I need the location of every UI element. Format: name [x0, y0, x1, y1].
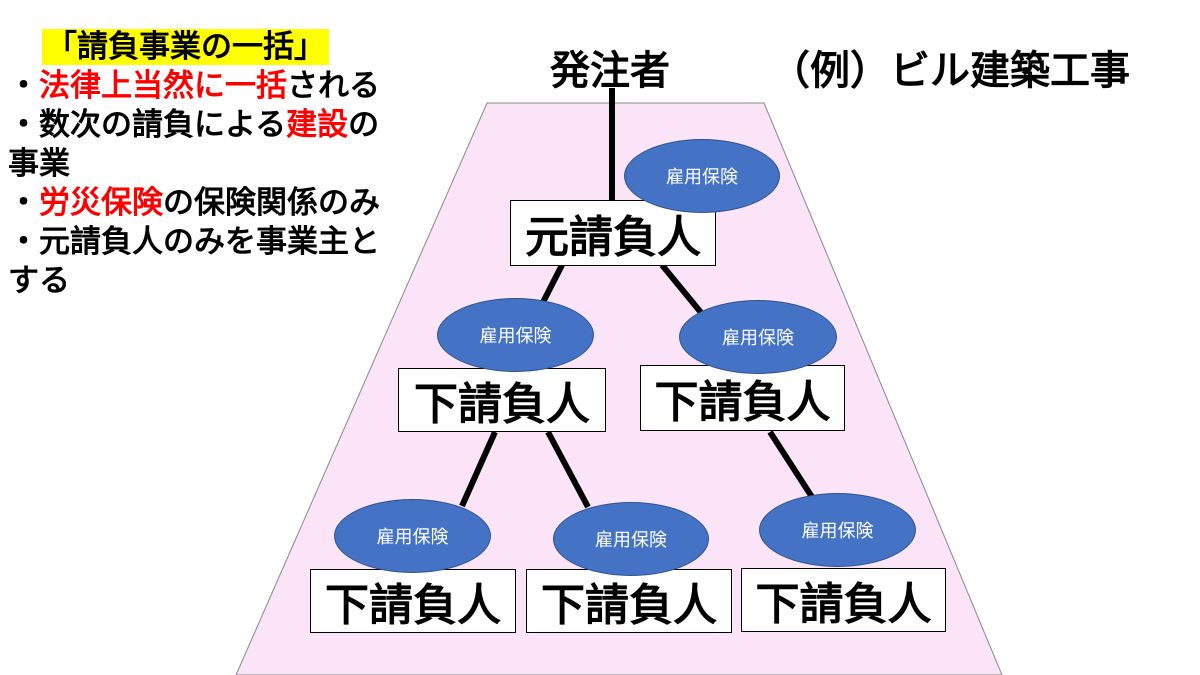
- bullet-2-prefix: ・数次の請負による: [8, 107, 287, 143]
- connector-sub-right-bottom-right: [767, 430, 815, 499]
- insurance-badge-sub-right: 雇用保険: [679, 300, 837, 374]
- bullet-3-rest: の保険関係のみ: [163, 185, 380, 221]
- subcontractor-box-bottom-left: 下請負人: [310, 569, 516, 633]
- subcontractor-box-right: 下請負人: [640, 365, 845, 431]
- bullet-3-prefix: ・: [8, 185, 39, 221]
- client-label: 発注者: [550, 48, 670, 94]
- connector-prime-sub-right: [659, 263, 706, 317]
- subcontractor-box-left: 下請負人: [398, 368, 606, 432]
- insurance-badge-sub-left: 雇用保険: [437, 298, 594, 372]
- bullet-1-prefix: ・: [8, 68, 39, 104]
- insurance-badge-prime: 雇用保険: [624, 139, 780, 213]
- bullet-line-2: ・数次の請負による建設の: [8, 106, 468, 145]
- bullet-line-1: ・法律上当然に一括される: [8, 67, 468, 106]
- bullet-2-emphasis: 建設: [286, 107, 349, 143]
- bullet-4-text: ・元請負人のみを事業主と: [8, 224, 380, 260]
- bullet-line-4-cont: する: [8, 262, 468, 301]
- connector-sub-left-bottom-middle: [545, 430, 591, 509]
- bullet-4-continuation: する: [8, 263, 70, 299]
- panel-title-line: 「請負事業の一括」: [8, 28, 468, 67]
- bullet-line-3: ・労災保険の保険関係のみ: [8, 184, 468, 223]
- insurance-badge-bottom-middle: 雇用保険: [553, 502, 709, 576]
- connector-sub-left-bottom-left: [459, 430, 498, 508]
- bullet-2-continuation: 事業: [8, 146, 70, 182]
- explanation-panel: 「請負事業の一括」 ・法律上当然に一括される ・数次の請負による建設の 事業 ・…: [8, 28, 468, 301]
- bullet-line-2-cont: 事業: [8, 145, 468, 184]
- subcontractor-box-bottom-middle: 下請負人: [526, 569, 732, 633]
- insurance-badge-bottom-left: 雇用保険: [334, 499, 491, 573]
- bullet-1-emphasis: 法律上当然に一括: [39, 68, 287, 104]
- bullet-3-emphasis: 労災保険: [39, 185, 163, 221]
- bullet-line-4: ・元請負人のみを事業主と: [8, 223, 468, 262]
- bullet-1-rest: される: [287, 68, 380, 104]
- panel-title: 「請負事業の一括」: [42, 29, 329, 65]
- prime-contractor-box: 元請負人: [510, 200, 716, 266]
- subcontractor-box-bottom-right: 下請負人: [741, 568, 946, 632]
- example-label: （例）ビル建築工事: [770, 48, 1130, 94]
- insurance-badge-bottom-right: 雇用保険: [759, 493, 916, 567]
- bullet-2-rest: の: [348, 107, 380, 143]
